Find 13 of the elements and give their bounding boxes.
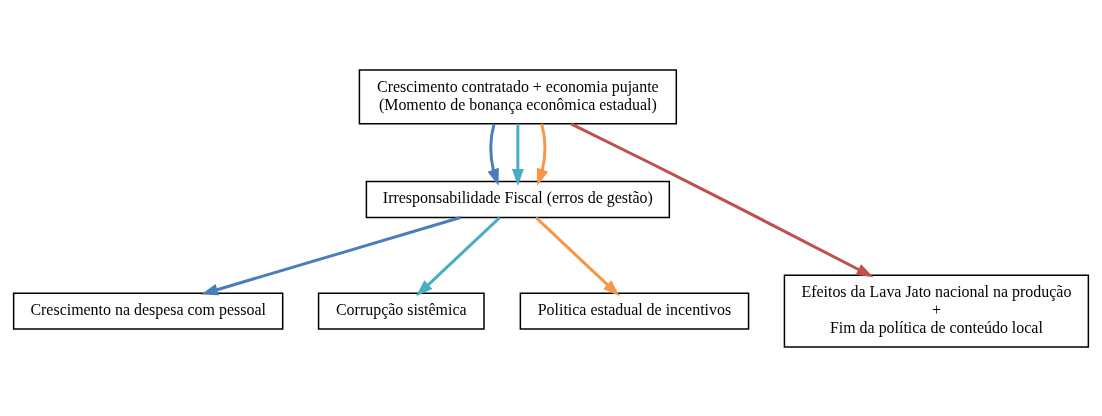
node-box: Politica estadual de incentivos [519,291,750,330]
arrow [416,216,501,296]
node-box: Irresponsabilidade Fiscal (erros de gestão) [365,180,671,218]
arrow [536,122,549,186]
node-box: Efeitos da Lava Jato nacional na produção + Fim da política de conteúdo local [783,274,1090,348]
arrow [511,123,524,186]
arrow [201,215,461,295]
arrow [570,122,874,277]
arrow [487,122,499,186]
node-box: Crescimento contratado + economia pujante (Momento de bonança econômica estadual) [358,68,678,125]
node-box: Corrupção sistêmica [317,291,485,330]
node-box: Crescimento na despesa com pessoal [12,291,284,330]
arrow [535,216,620,296]
